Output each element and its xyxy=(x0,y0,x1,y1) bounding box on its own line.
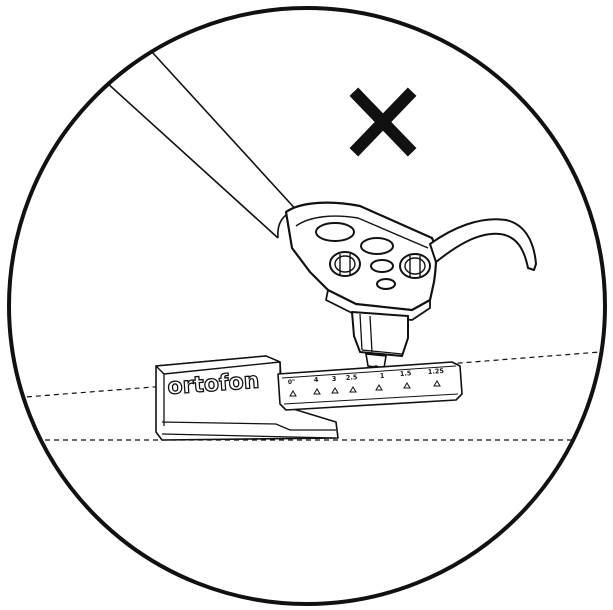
headshell-hole-4 xyxy=(376,278,396,290)
x-mark-icon xyxy=(349,87,417,157)
scale-label-1-25: 1.25 xyxy=(428,367,445,376)
alignment-gauge: ortofon 0" 4 3 2.5 1 1.5 1.25 xyxy=(155,355,463,441)
magnifier-circle xyxy=(7,6,607,606)
tonearm xyxy=(94,50,301,239)
scale-label-3: 3 xyxy=(332,375,337,383)
headshell xyxy=(284,201,537,321)
mounting-screw-right xyxy=(399,253,431,279)
scale-label-1-5: 1.5 xyxy=(400,369,413,378)
headshell-hole-1 xyxy=(315,222,355,242)
headshell-hole-2 xyxy=(360,237,394,255)
mounting-screw-left xyxy=(329,251,361,277)
scale-label-1: 1 xyxy=(380,372,386,380)
headshell-hole-3 xyxy=(370,259,394,273)
scale-label-2-5: 2.5 xyxy=(346,373,359,382)
scale-label-zero: 0" xyxy=(288,379,296,386)
scale-markers xyxy=(289,380,441,397)
scale-label-4: 4 xyxy=(314,376,320,384)
